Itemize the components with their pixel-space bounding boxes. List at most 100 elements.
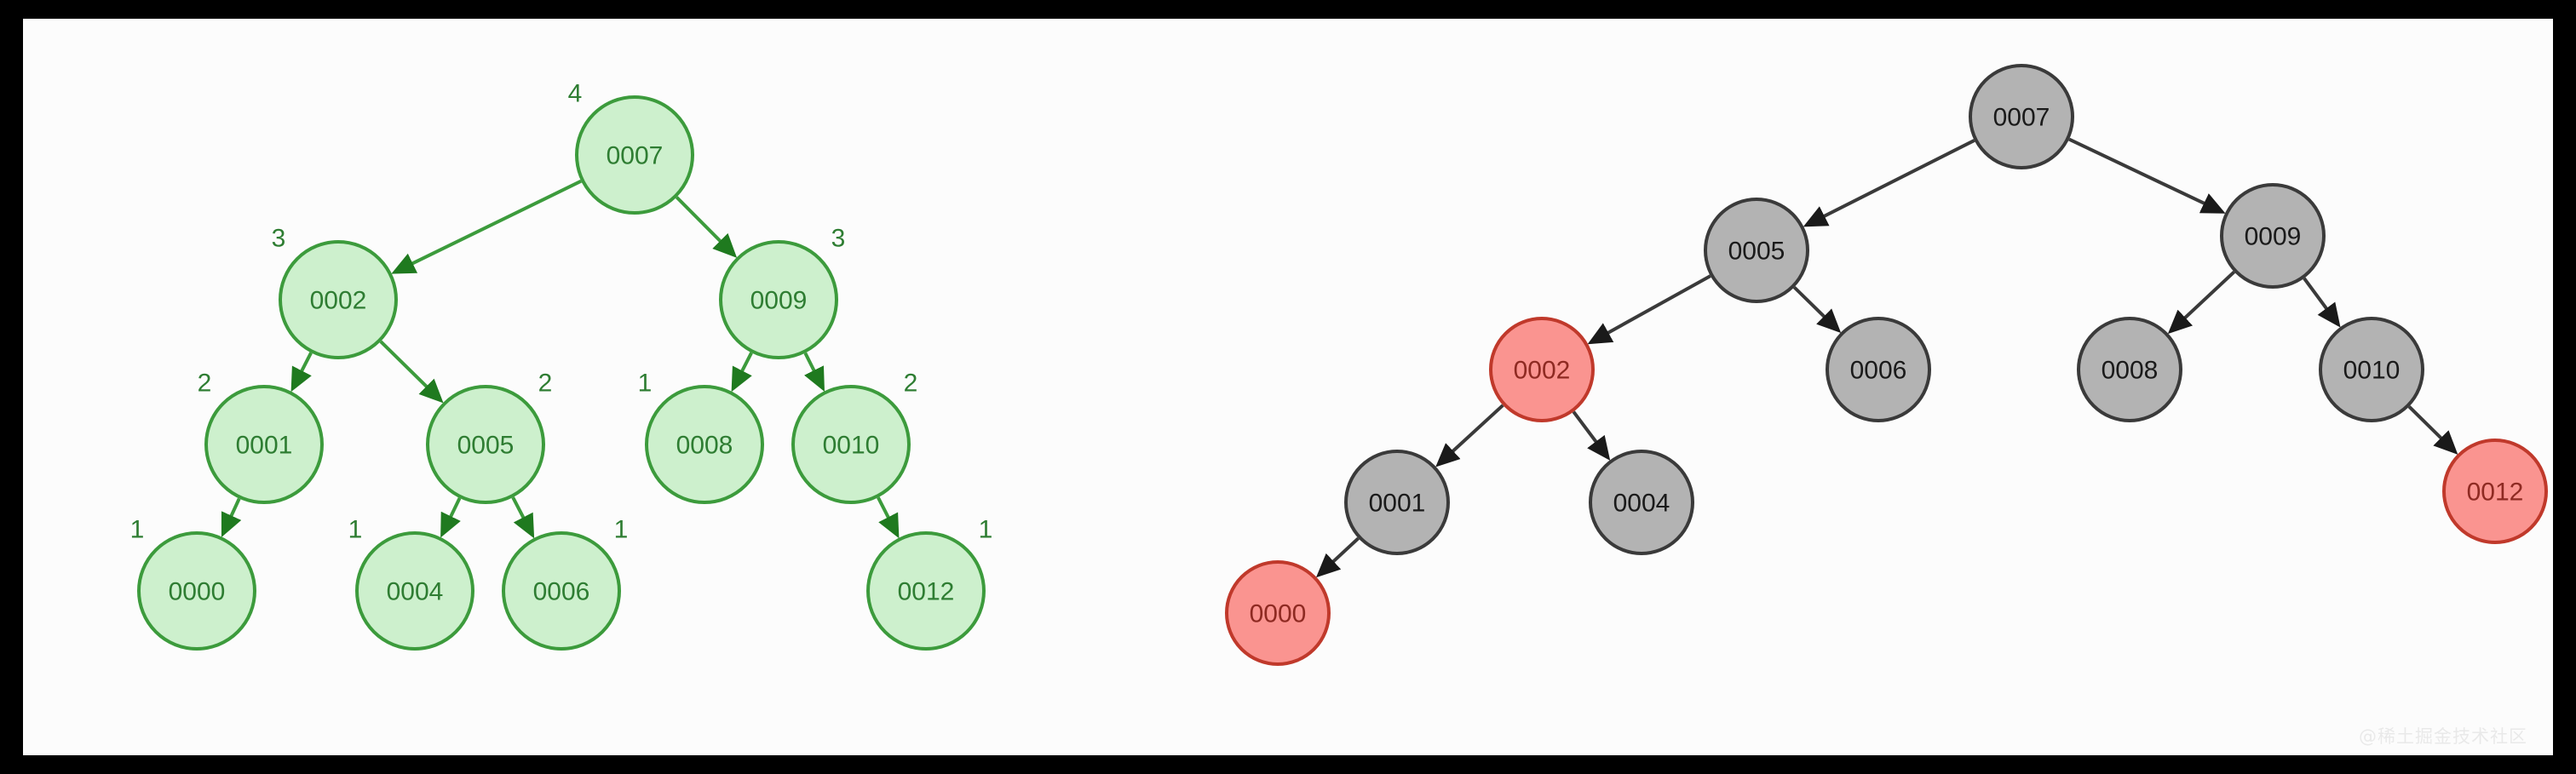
tree-node-0007[interactable]: 0007 (575, 95, 694, 215)
node-height-label-0010: 2 (904, 370, 918, 398)
node-label: 0008 (676, 432, 733, 460)
node-label: 0010 (2343, 357, 2401, 385)
node-circle (1969, 64, 2074, 169)
node-circle (1826, 317, 1931, 422)
node-label: 0008 (2102, 357, 2159, 385)
tree-node-0010[interactable]: 0010 (791, 385, 911, 504)
tree-node-0009[interactable]: 0009 (719, 240, 838, 359)
node-label: 0007 (1993, 104, 2050, 132)
node-label: 0009 (750, 287, 808, 315)
tree-node-0012[interactable]: 0012 (866, 531, 986, 651)
node-circle (1489, 317, 1595, 422)
tree-edge (1315, 536, 1360, 578)
diagram-canvas: 0007 0002 0009 0001 0005 0008 0010 0000 0004 0006… (23, 19, 2553, 755)
node-height-label-0002: 3 (272, 225, 286, 253)
node-label: 0000 (169, 578, 226, 606)
node-circle (2442, 439, 2548, 544)
node-circle (426, 385, 545, 504)
node-label: 0005 (1728, 238, 1785, 266)
node-circle (355, 531, 474, 651)
node-height-label-0008: 1 (638, 370, 653, 398)
edges-layer (221, 137, 2458, 578)
node-label: 0006 (1850, 357, 1907, 385)
tree-edge (379, 340, 444, 404)
tree-edge (290, 352, 313, 393)
tree-edge (803, 352, 825, 392)
tree-edge (731, 352, 753, 393)
tree-edge (2303, 277, 2341, 328)
tree-node-0000[interactable]: 0000 (1225, 560, 1331, 666)
tree-node-0009[interactable]: 0009 (2220, 183, 2326, 289)
tree-node-0002[interactable]: 0002 (279, 240, 398, 359)
tree-node-0001[interactable]: 0001 (204, 385, 324, 504)
node-label: 0009 (2245, 223, 2302, 251)
tree-node-0007[interactable]: 0007 (1969, 64, 2074, 169)
node-height-label-0007: 4 (568, 80, 583, 108)
tree-edge (221, 497, 242, 537)
tree-node-0006[interactable]: 0006 (502, 531, 621, 651)
node-circle (1589, 450, 1694, 555)
tree-edge (391, 179, 582, 274)
tree-node-0010[interactable]: 0010 (2319, 317, 2424, 422)
node-label: 0004 (387, 578, 444, 606)
tree-edge (2167, 270, 2236, 335)
node-circle (279, 240, 398, 359)
tree-edge (2407, 405, 2458, 455)
tree-node-0004[interactable]: 0004 (1589, 450, 1694, 555)
tree-edge (1435, 404, 1504, 467)
node-height-label-0005: 2 (538, 370, 553, 398)
node-circle (1344, 450, 1450, 555)
node-label: 0005 (457, 432, 515, 460)
tree-node-0005[interactable]: 0005 (426, 385, 545, 504)
tree-node-0004[interactable]: 0004 (355, 531, 474, 651)
node-circle (1704, 198, 1809, 303)
node-label: 0002 (310, 287, 367, 315)
node-circle (1225, 560, 1331, 666)
node-height-label-0001: 2 (198, 370, 212, 398)
height-labels-layer: 4 3 3 2 2 1 2 1 1 1 1 (130, 80, 993, 544)
tree-edge (877, 496, 900, 539)
tree-node-0006[interactable]: 0006 (1826, 317, 1931, 422)
node-label: 0007 (607, 142, 664, 170)
node-circle (645, 385, 764, 504)
node-height-label-0006: 1 (614, 516, 629, 544)
node-label: 0002 (1514, 357, 1571, 385)
tree-edge (440, 497, 462, 538)
node-label: 0004 (1613, 490, 1670, 518)
tree-node-0001[interactable]: 0001 (1344, 450, 1450, 555)
node-height-label-0000: 1 (130, 516, 145, 544)
node-circle (791, 385, 911, 504)
node-label: 0001 (236, 432, 293, 460)
node-circle (502, 531, 621, 651)
node-circle (575, 95, 694, 215)
node-height-label-0009: 3 (831, 225, 846, 253)
node-circle (2319, 317, 2424, 422)
tree-node-0005[interactable]: 0005 (1704, 198, 1809, 303)
tree-node-0012[interactable]: 0012 (2442, 439, 2548, 544)
tree-edge (1803, 139, 1975, 227)
node-height-label-0004: 1 (348, 516, 363, 544)
node-circle (204, 385, 324, 504)
node-circle (137, 531, 256, 651)
tree-node-0008[interactable]: 0008 (2077, 317, 2182, 422)
tree-node-0000[interactable]: 0000 (137, 531, 256, 651)
nodes-layer: 0007 0002 0009 0001 0005 0008 0010 0000 0004 0006… (137, 64, 2548, 666)
node-height-label-0012: 1 (979, 516, 993, 544)
node-circle (866, 531, 986, 651)
node-label: 0012 (898, 578, 955, 606)
tree-edge (511, 496, 535, 539)
node-label: 0010 (823, 432, 880, 460)
tree-edge (2068, 137, 2226, 214)
node-circle (2220, 183, 2326, 289)
node-label: 0000 (1250, 600, 1307, 628)
tree-edge (675, 196, 738, 258)
watermark: @稀土掘金技术社区 (2359, 726, 2527, 747)
node-label: 0012 (2467, 479, 2524, 507)
tree-node-0008[interactable]: 0008 (645, 385, 764, 504)
tree-node-0002[interactable]: 0002 (1489, 317, 1595, 422)
tree-edge (1572, 410, 1611, 461)
node-circle (719, 240, 838, 359)
tree-diagram-svg: 0007 0002 0009 0001 0005 0008 0010 0000 0004 0006… (130, 64, 2548, 666)
tree-edge (1792, 285, 1842, 334)
